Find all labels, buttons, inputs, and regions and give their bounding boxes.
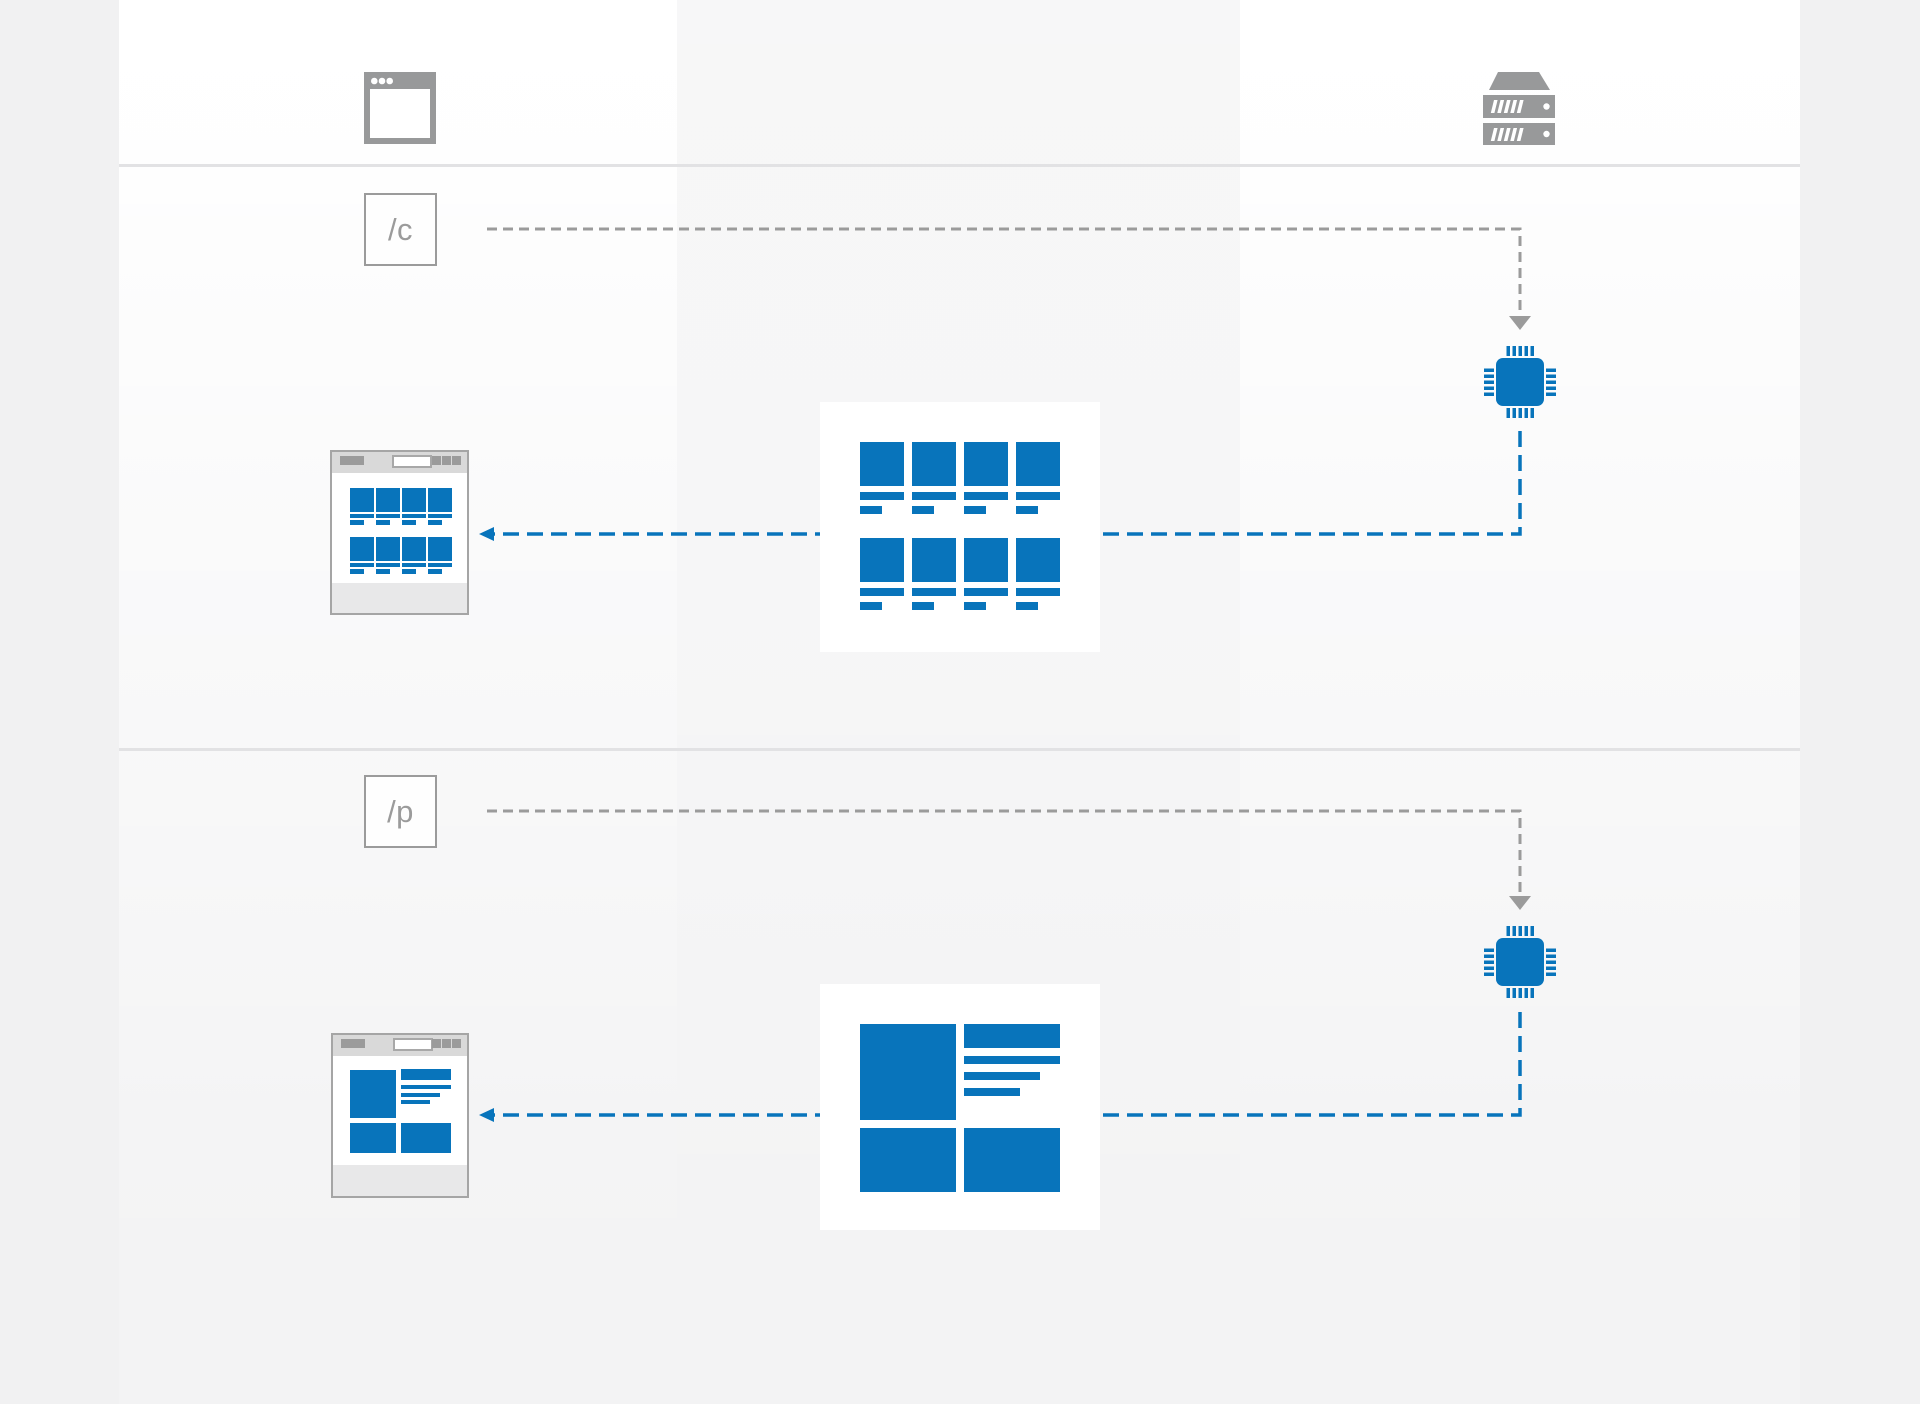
address-bar	[393, 1038, 433, 1051]
mini-card	[428, 537, 452, 574]
mini-card-grid	[350, 488, 452, 574]
address-bar	[392, 455, 432, 468]
mini-card	[376, 488, 400, 525]
product-image-block	[860, 1024, 956, 1120]
logo-block	[341, 1039, 365, 1048]
background-edge-right	[1800, 0, 1920, 1404]
background-column-server	[1240, 0, 1800, 1404]
content-block	[860, 1128, 956, 1192]
mini-text-line	[401, 1085, 451, 1089]
route-label-p: /p	[387, 793, 414, 829]
server-rack-icon	[1483, 72, 1556, 145]
window-button	[452, 1039, 461, 1048]
mini-product-title	[401, 1069, 451, 1080]
mini-content-block	[401, 1123, 451, 1153]
wireframe-card	[1016, 442, 1060, 514]
window-button	[442, 1039, 451, 1048]
mini-card	[376, 537, 400, 574]
wireframe-card	[860, 442, 904, 514]
logo-block	[340, 456, 364, 465]
row-separator-line	[119, 748, 1800, 751]
product-title-block	[964, 1024, 1060, 1048]
text-line	[964, 1056, 1060, 1064]
cpu-chip-icon	[1482, 924, 1558, 1000]
text-line	[964, 1072, 1040, 1080]
mini-card	[402, 488, 426, 525]
window-button	[432, 1039, 441, 1048]
wireframe-card	[860, 538, 904, 610]
text-line	[964, 1088, 1020, 1096]
mini-product-image	[350, 1070, 396, 1118]
mini-card	[350, 537, 374, 574]
browser-window-icon	[364, 72, 436, 144]
wireframe-card	[912, 442, 956, 514]
window-button	[442, 456, 451, 465]
route-label-c: /c	[387, 211, 414, 247]
header-separator-line	[119, 164, 1800, 167]
wireframe-card	[964, 538, 1008, 610]
window-button	[432, 456, 441, 465]
wireframe-card	[1016, 538, 1060, 610]
mini-card	[402, 537, 426, 574]
page-footer-block	[333, 1165, 467, 1196]
payload-card-grid	[820, 402, 1100, 652]
mini-text-line	[401, 1093, 440, 1097]
payload-product-detail	[820, 984, 1100, 1230]
route-box-c: /c	[364, 193, 437, 266]
mini-content-block	[350, 1123, 396, 1153]
browser-chrome-bar	[332, 452, 467, 473]
page-footer-block	[332, 583, 467, 613]
mini-card	[350, 488, 374, 525]
wireframe-card	[964, 442, 1008, 514]
background-edge-left	[0, 0, 119, 1404]
wireframe-card	[912, 538, 956, 610]
browser-preview-card-grid	[330, 450, 469, 615]
route-box-p: /p	[364, 775, 437, 848]
browser-preview-product-detail	[331, 1033, 469, 1198]
mini-text-line	[401, 1100, 430, 1104]
browser-chrome-bar	[333, 1035, 467, 1056]
card-grid-wireframe	[860, 442, 1060, 610]
mini-card	[428, 488, 452, 525]
cpu-chip-icon	[1482, 344, 1558, 420]
window-button	[452, 456, 461, 465]
content-block	[964, 1128, 1060, 1192]
